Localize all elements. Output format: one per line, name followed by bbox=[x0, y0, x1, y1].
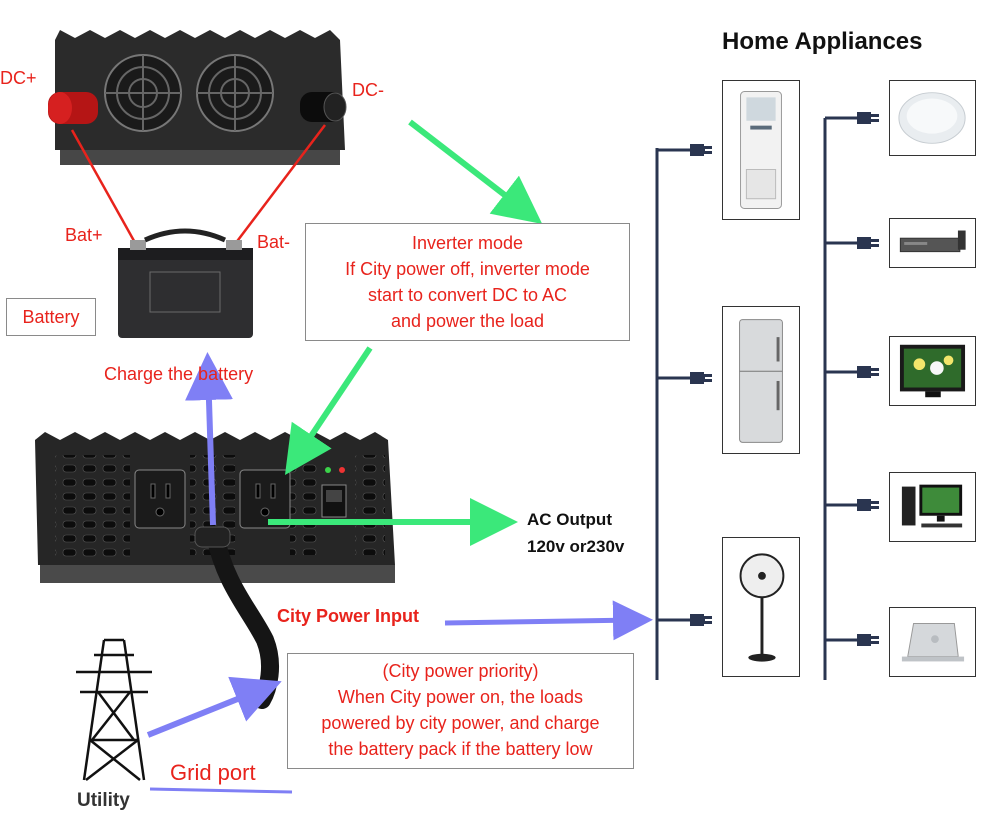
inverter-output-arrow bbox=[284, 346, 373, 475]
ac-output-voltage-label: 120v or230v bbox=[527, 537, 625, 556]
dc-negative-label: DC- bbox=[352, 80, 384, 100]
city-priority-line: the battery pack if the battery low bbox=[328, 739, 593, 759]
plug-icons bbox=[690, 112, 879, 646]
grid-port-underline bbox=[149, 787, 293, 794]
city-power-input-arrow bbox=[444, 600, 653, 641]
battery-icon bbox=[118, 228, 253, 338]
battery-negative-label: Bat- bbox=[257, 232, 291, 252]
battery-negative-wire bbox=[231, 124, 326, 249]
ac-output-label: AC Output bbox=[527, 510, 612, 529]
ac-outlet-icon bbox=[239, 469, 291, 529]
laptop-icon bbox=[889, 607, 976, 677]
charge-battery-arrow bbox=[184, 352, 233, 526]
inverter-mode-box: Inverter mode If City power off, inverte… bbox=[305, 223, 630, 341]
page-title: Home Appliances bbox=[722, 28, 923, 55]
city-priority-line: (City power priority) bbox=[382, 661, 539, 681]
dvd-player-icon bbox=[889, 218, 976, 268]
inverter-mode-line: Inverter mode bbox=[411, 233, 524, 253]
refrigerator-icon bbox=[722, 306, 800, 454]
cooling-fan-icon bbox=[104, 54, 182, 132]
bottom-inverter bbox=[35, 432, 395, 583]
air-conditioner-icon bbox=[722, 80, 800, 220]
grid-port-arrow bbox=[146, 676, 282, 738]
inverter-mode-arrow bbox=[408, 119, 543, 224]
battery-positive-label: Bat+ bbox=[65, 225, 103, 245]
city-priority-line: When City power on, the loads bbox=[337, 687, 584, 707]
ceiling-light-icon bbox=[889, 80, 976, 156]
battery-label: Battery bbox=[6, 298, 96, 336]
ac-outlet-icon bbox=[134, 469, 186, 529]
inverter-mode-line: and power the load bbox=[390, 311, 545, 331]
inverter-mode-line: start to convert DC to AC bbox=[367, 285, 568, 305]
dc-positive-terminal-icon bbox=[48, 92, 98, 124]
dc-positive-label: DC+ bbox=[0, 68, 37, 88]
standing-fan-icon bbox=[722, 537, 800, 677]
city-priority-line: powered by city power, and charge bbox=[321, 713, 600, 733]
utility-label: Utility bbox=[77, 790, 130, 811]
city-power-input-label: City Power Input bbox=[277, 606, 420, 626]
city-power-priority-box: (City power priority) When City power on… bbox=[287, 653, 634, 769]
dc-negative-terminal-icon bbox=[300, 92, 347, 122]
cooling-fan-icon bbox=[196, 54, 274, 132]
grid-port-label: Grid port bbox=[170, 760, 256, 785]
charge-battery-label: Charge the battery bbox=[104, 364, 254, 384]
power-switch-icon bbox=[321, 484, 347, 518]
top-inverter bbox=[48, 30, 347, 165]
inverter-mode-line: If City power off, inverter mode bbox=[345, 259, 590, 279]
desktop-computer-icon bbox=[889, 472, 976, 542]
utility-tower-icon bbox=[76, 638, 152, 781]
television-icon bbox=[889, 336, 976, 406]
battery-positive-wire bbox=[70, 129, 140, 249]
